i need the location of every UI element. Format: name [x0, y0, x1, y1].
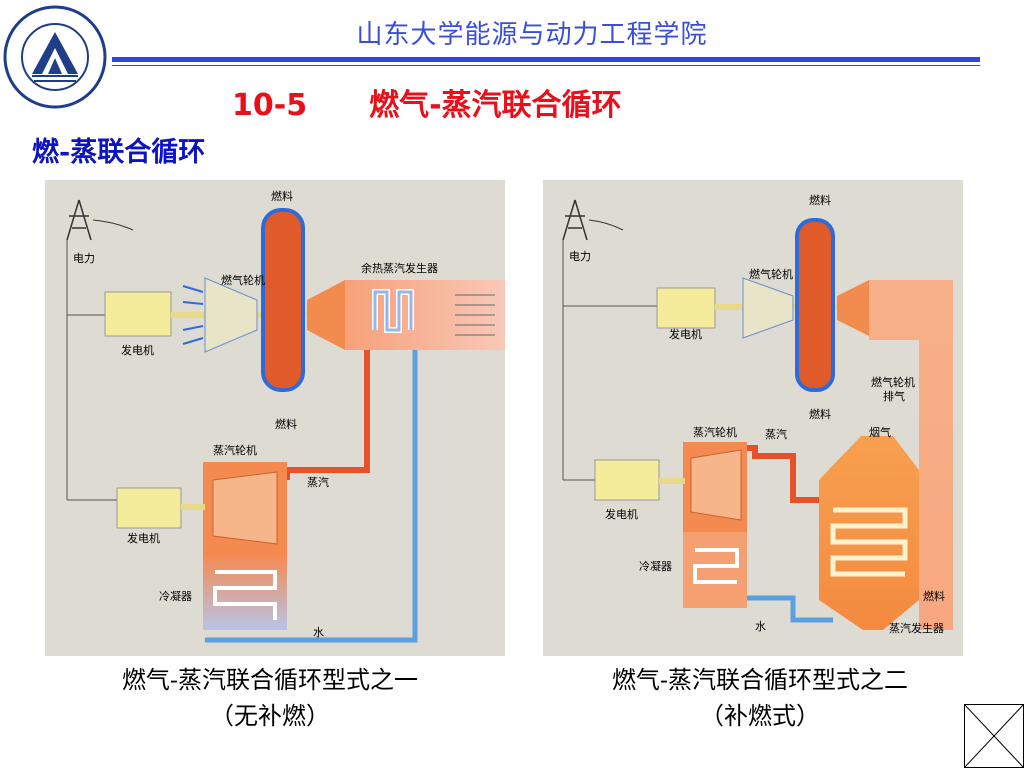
- caption-form-2: 燃气-蒸汽联合循环型式之二 （补燃式）: [530, 662, 990, 734]
- svg-text:电力: 电力: [569, 250, 591, 263]
- subtitle: 燃-蒸联合循环: [32, 137, 206, 168]
- diagram-no-supplementary-firing: 电力 发电机 燃料 燃料 燃气轮机 余热蒸汽发生器 蒸汽 水 蒸汽轮机: [45, 180, 505, 656]
- svg-text:排气: 排气: [883, 389, 905, 403]
- combustor: [261, 208, 305, 392]
- svg-text:蒸汽发生器: 蒸汽发生器: [889, 621, 944, 635]
- institution-title: 山东大学能源与动力工程学院: [356, 20, 708, 50]
- header-rule: [112, 57, 980, 62]
- caption-1-line2: （无补燃）: [210, 702, 330, 730]
- svg-text:发电机: 发电机: [605, 507, 638, 521]
- svg-text:燃料: 燃料: [809, 193, 831, 207]
- svg-text:燃气轮机: 燃气轮机: [871, 375, 915, 389]
- close-cross-icon[interactable]: [963, 703, 1024, 769]
- svg-text:水: 水: [755, 620, 766, 633]
- svg-text:冷凝器: 冷凝器: [159, 589, 192, 603]
- generator-2: [116, 487, 182, 529]
- caption-form-1: 燃气-蒸汽联合循环型式之一 （无补燃）: [40, 662, 500, 734]
- svg-text:燃料: 燃料: [275, 417, 297, 431]
- steam-generator: [819, 436, 919, 630]
- university-logo: [2, 4, 108, 110]
- svg-text:冷凝器: 冷凝器: [639, 559, 672, 573]
- svg-text:发电机: 发电机: [121, 343, 154, 357]
- section-title: 10-5 燃气-蒸汽联合循环: [232, 80, 622, 124]
- svg-text:燃料: 燃料: [271, 189, 293, 203]
- section-number: 10-5: [232, 88, 308, 123]
- power-tower-icon: [562, 199, 588, 241]
- power-label: 电力: [73, 252, 95, 265]
- svg-text:蒸汽轮机: 蒸汽轮机: [693, 425, 737, 439]
- svg-text:水: 水: [313, 626, 324, 639]
- svg-text:蒸汽: 蒸汽: [307, 475, 329, 489]
- svg-text:发电机: 发电机: [127, 531, 160, 545]
- diagram-supplementary-firing: 电力 发电机 燃料 燃料 燃气轮机 燃气轮机 排气 烟气 燃料 蒸汽发生器 蒸汽…: [543, 180, 963, 656]
- svg-text:烟气: 烟气: [869, 425, 891, 439]
- svg-text:蒸汽轮机: 蒸汽轮机: [213, 443, 257, 457]
- svg-text:燃料: 燃料: [923, 589, 945, 603]
- caption-2-line1: 燃气-蒸汽联合循环型式之二: [611, 666, 909, 694]
- svg-text:燃气轮机: 燃气轮机: [221, 273, 265, 287]
- power-tower-icon: [66, 199, 92, 241]
- generator-1: [104, 291, 172, 337]
- svg-text:发电机: 发电机: [669, 327, 702, 341]
- caption-1-line1: 燃气-蒸汽联合循环型式之一: [121, 666, 419, 694]
- svg-text:燃料: 燃料: [809, 407, 831, 421]
- header-rule-thin: [112, 65, 980, 66]
- section-name: 燃气-蒸汽联合循环: [369, 88, 622, 123]
- svg-text:燃气轮机: 燃气轮机: [749, 267, 793, 281]
- svg-text:余热蒸汽发生器: 余热蒸汽发生器: [361, 261, 438, 275]
- caption-2-line2: （补燃式）: [700, 702, 820, 730]
- svg-text:蒸汽: 蒸汽: [765, 427, 787, 441]
